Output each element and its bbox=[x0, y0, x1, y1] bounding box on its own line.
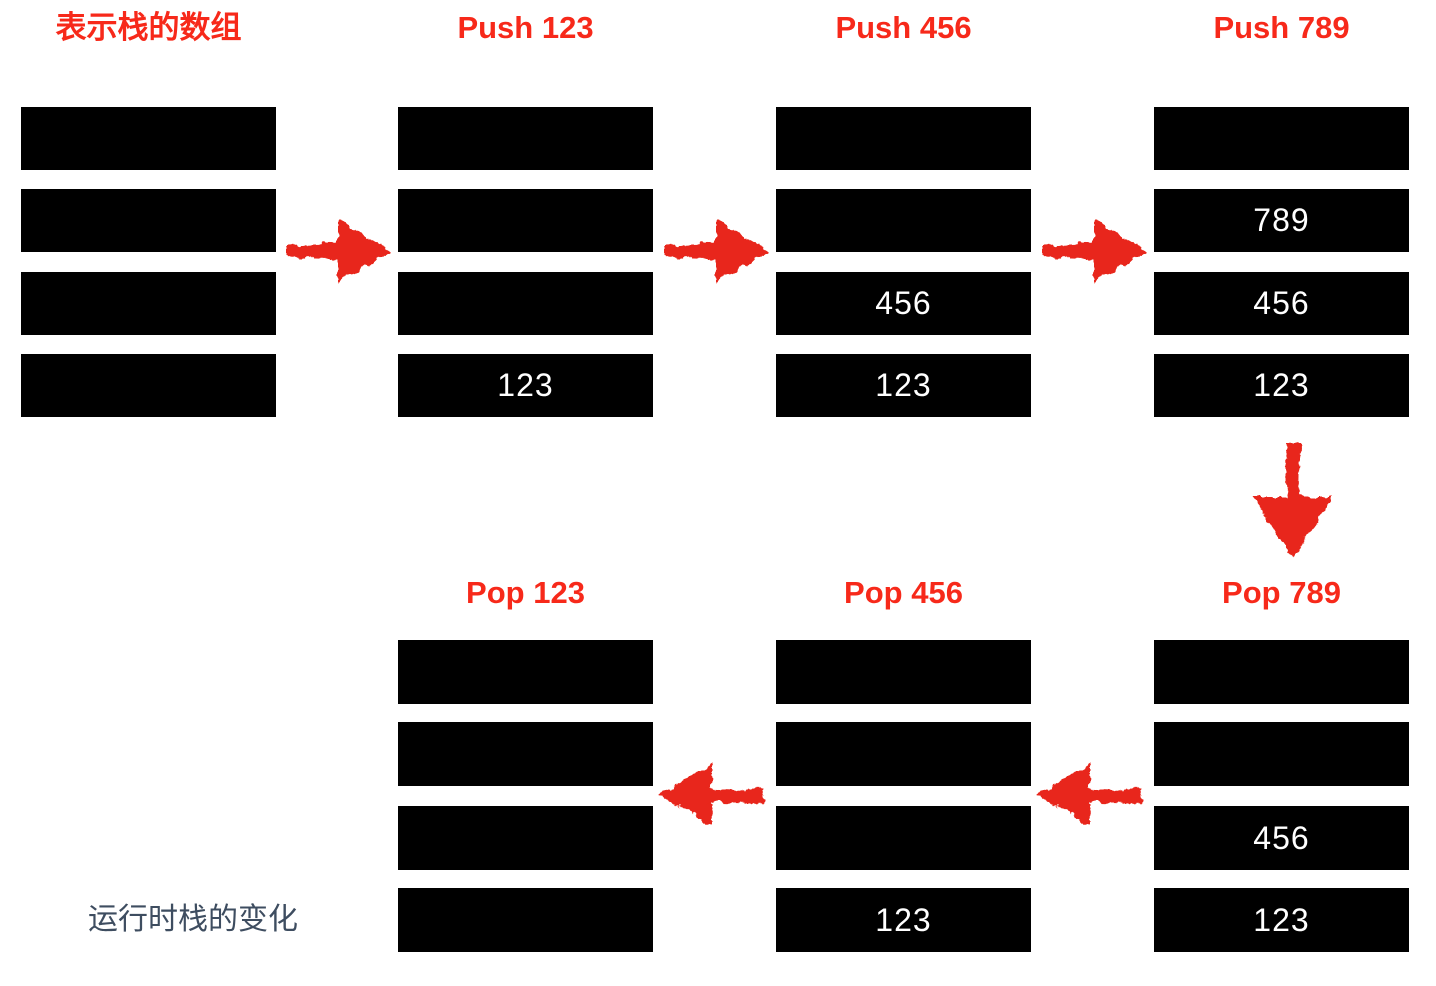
stack-after-push-123: 123 bbox=[398, 107, 653, 422]
stack-cell bbox=[1154, 107, 1409, 170]
stack-cell bbox=[21, 272, 276, 335]
stack-cell: 123 bbox=[776, 888, 1031, 952]
stack-cell bbox=[398, 107, 653, 170]
column-title-push-123: Push 123 bbox=[457, 10, 594, 45]
stack-after-push-456: 456 123 bbox=[776, 107, 1031, 422]
stack-cell: 123 bbox=[398, 354, 653, 417]
diagram-title-stack-array: 表示栈的数组 bbox=[55, 10, 242, 45]
stack-cell bbox=[776, 722, 1031, 786]
arrow-down-icon bbox=[1253, 444, 1332, 559]
stack-cell bbox=[398, 722, 653, 786]
arrow-right-icon bbox=[287, 221, 391, 283]
arrow-right-icon bbox=[665, 221, 769, 283]
stack-cell: 456 bbox=[1154, 806, 1409, 870]
column-title-push-789: Push 789 bbox=[1213, 10, 1350, 45]
stack-cell: 123 bbox=[776, 354, 1031, 417]
arrow-left-icon bbox=[1037, 764, 1141, 826]
stack-after-pop-789: 456 123 bbox=[1154, 640, 1409, 955]
stack-cell: 456 bbox=[776, 272, 1031, 335]
stack-cell bbox=[776, 640, 1031, 704]
stack-cell bbox=[1154, 640, 1409, 704]
stack-cell bbox=[398, 888, 653, 952]
stack-cell bbox=[21, 189, 276, 252]
stack-cell bbox=[21, 107, 276, 170]
stack-cell bbox=[776, 806, 1031, 870]
stack-cell: 456 bbox=[1154, 272, 1409, 335]
column-title-pop-123: Pop 123 bbox=[466, 575, 585, 610]
stack-after-pop-123 bbox=[398, 640, 653, 955]
column-title-pop-789: Pop 789 bbox=[1222, 575, 1341, 610]
stack-after-pop-456: 123 bbox=[776, 640, 1031, 955]
footer-caption: 运行时栈的变化 bbox=[88, 903, 298, 936]
stack-after-push-789: 789 456 123 bbox=[1154, 107, 1409, 422]
stack-cell bbox=[776, 107, 1031, 170]
stack-cell bbox=[1154, 722, 1409, 786]
arrow-right-icon bbox=[1043, 221, 1147, 283]
stack-cell bbox=[776, 189, 1031, 252]
arrow-left-icon bbox=[659, 764, 763, 826]
column-title-push-456: Push 456 bbox=[835, 10, 972, 45]
stack-cell bbox=[398, 640, 653, 704]
stack-cell: 789 bbox=[1154, 189, 1409, 252]
column-title-pop-456: Pop 456 bbox=[844, 575, 963, 610]
stack-cell bbox=[398, 189, 653, 252]
stack-initial-array bbox=[21, 107, 276, 422]
stack-cell bbox=[398, 806, 653, 870]
stack-cell bbox=[398, 272, 653, 335]
stack-cell bbox=[21, 354, 276, 417]
stack-cell: 123 bbox=[1154, 354, 1409, 417]
stack-cell: 123 bbox=[1154, 888, 1409, 952]
